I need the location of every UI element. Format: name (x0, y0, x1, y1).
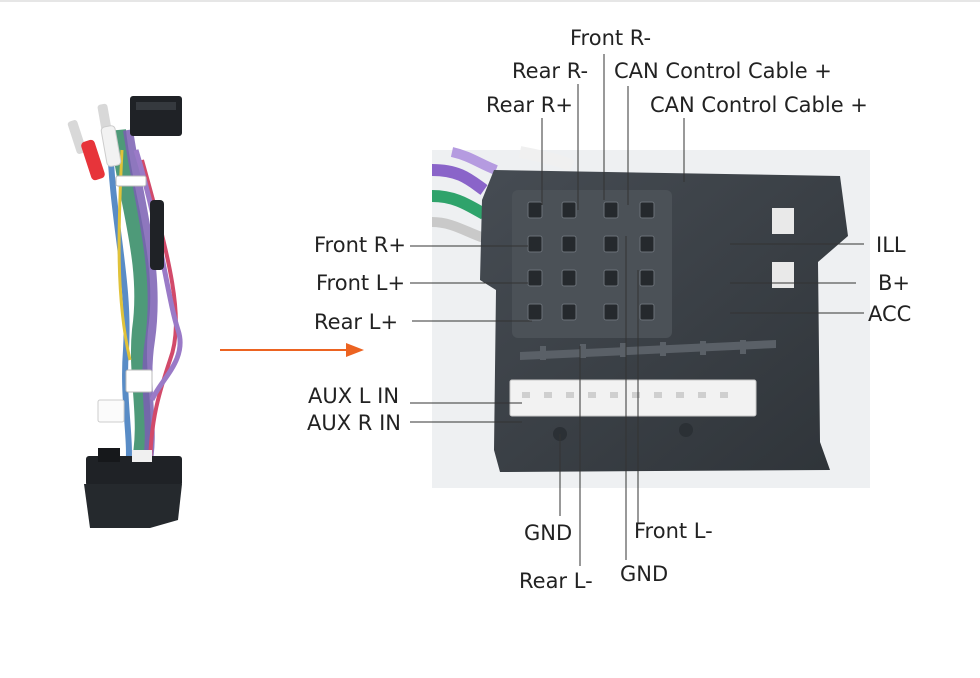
label-aux-r-in: AUX R IN (307, 411, 401, 435)
label-front-r-minus: Front R- (570, 26, 651, 50)
label-ill: ILL (876, 233, 906, 257)
pin-grid (527, 201, 655, 321)
label-rear-r-plus: Rear R+ (486, 93, 573, 117)
leader-lines (410, 54, 864, 566)
label-rear-l-minus: Rear L- (519, 569, 593, 593)
label-b-plus: B+ (878, 271, 910, 295)
label-gnd-left: GND (524, 521, 572, 545)
top-divider (0, 0, 980, 2)
label-front-l-minus: Front L- (634, 519, 713, 543)
label-aux-l-in: AUX L IN (308, 384, 399, 408)
label-front-r-plus: Front R+ (314, 233, 406, 257)
label-acc: ACC (868, 302, 911, 326)
label-rear-l-plus: Rear L+ (314, 310, 398, 334)
connector-illustration (431, 146, 870, 488)
wiring-harness-icon (67, 96, 183, 528)
arrow-right-icon (220, 343, 364, 357)
label-gnd-right: GND (620, 562, 668, 586)
label-can-control-cable-1: CAN Control Cable + (614, 59, 832, 83)
label-can-control-cable-2: CAN Control Cable + (650, 93, 868, 117)
label-front-l-plus: Front L+ (316, 271, 405, 295)
label-rear-r-minus: Rear R- (512, 59, 588, 83)
